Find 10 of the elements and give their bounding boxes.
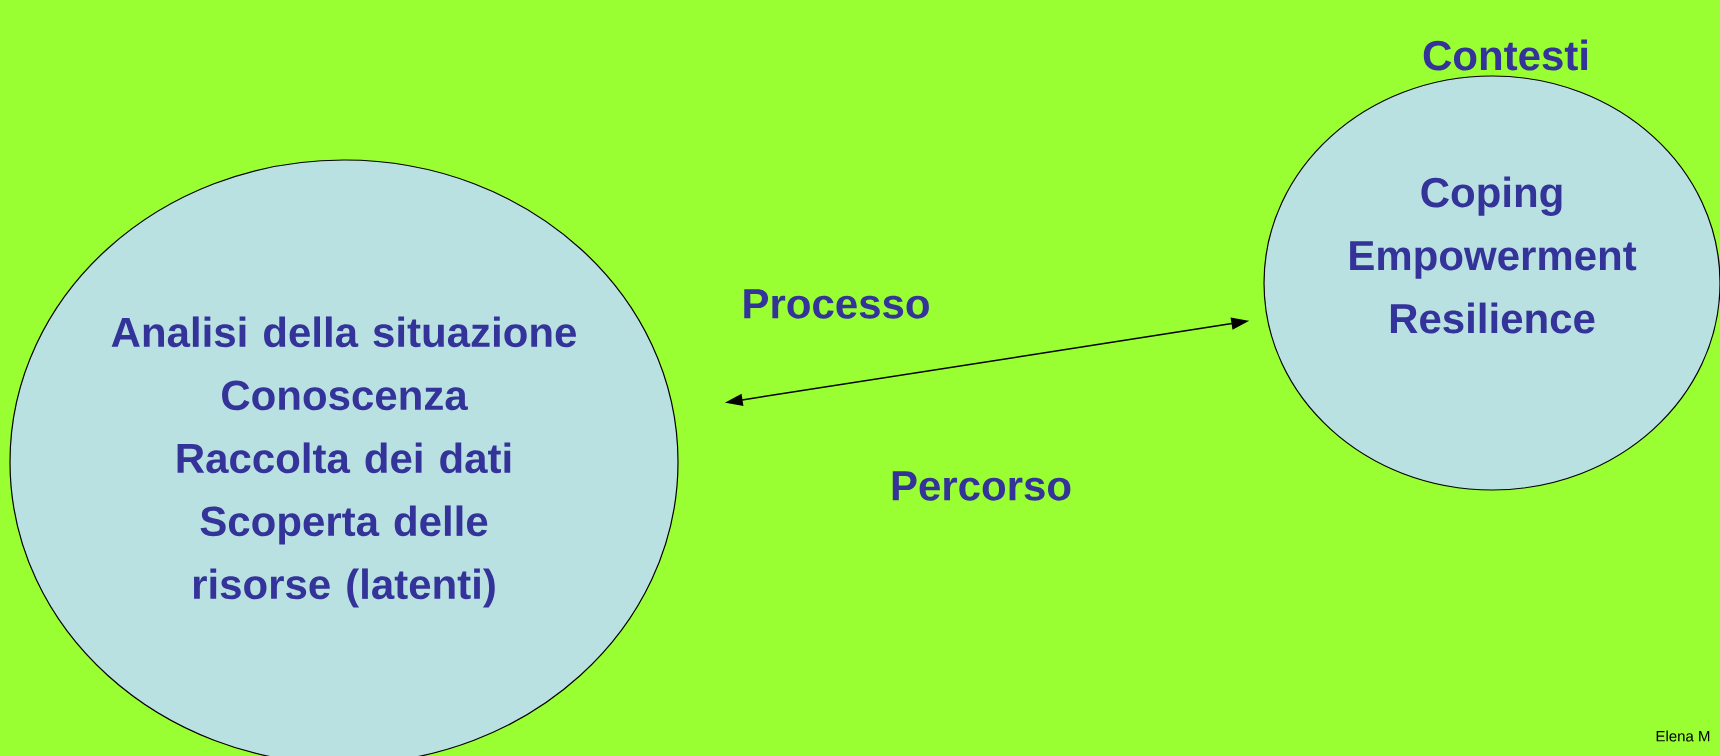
node-label: Conoscenza — [222, 380, 468, 411]
node-label: Raccolta dei dati — [177, 442, 511, 474]
node-label: Scoperta delle risorse (latenti) — [193, 505, 495, 608]
node-label: Analisi della situazione — [111, 316, 576, 348]
label-text: Processo — [744, 289, 929, 319]
node-text: Coping Empowerment Resilience — [1350, 176, 1637, 334]
heading-text: Contesti — [1423, 39, 1588, 71]
label-text: Percorso — [892, 471, 1071, 501]
author-note: Elena M — [1656, 730, 1710, 742]
node-text: Analisi della situazione Conoscenza Raccolta dei dati Scoperta delle risorse (latenti) — [111, 316, 576, 608]
